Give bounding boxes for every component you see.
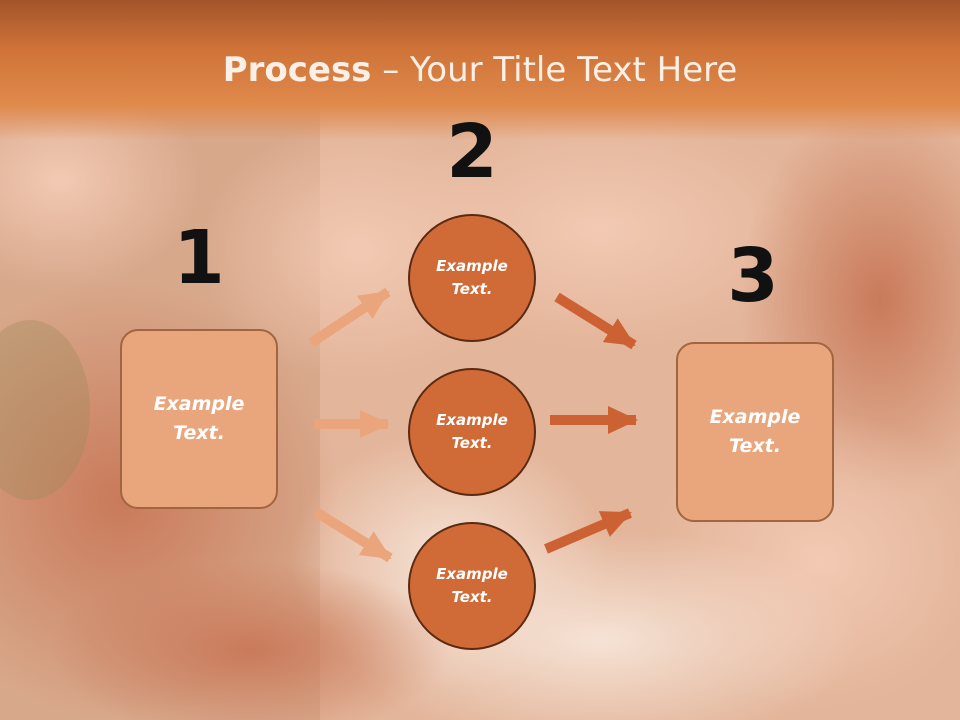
step-3-text: Example Text. — [709, 406, 801, 457]
arrow-2c-to-3 — [544, 508, 632, 554]
step-3-box: Example Text. — [676, 342, 834, 522]
slide-title: Process – Your Title Text Here — [0, 50, 960, 90]
step-1-box: Example Text. — [120, 329, 278, 509]
step-2-circle-b: Example Text. — [408, 368, 536, 496]
step-2-circle-a-text: Example Text. — [436, 257, 508, 298]
arrow-1-to-2c — [313, 507, 393, 563]
step-number-3: 3 — [727, 233, 779, 319]
title-bar — [0, 0, 960, 140]
step-2-circle-a: Example Text. — [408, 214, 536, 342]
step-2-circle-c: Example Text. — [408, 522, 536, 650]
title-bold-text: Process — [222, 50, 372, 90]
arrow-1-to-2a — [308, 287, 391, 348]
step-number-1: 1 — [173, 215, 225, 301]
title-rest-text: – Your Title Text Here — [371, 50, 738, 90]
arrow-2a-to-3 — [554, 292, 637, 350]
step-2-circle-b-text: Example Text. — [436, 411, 508, 452]
step-number-2: 2 — [446, 109, 498, 195]
step-1-text: Example Text. — [153, 393, 245, 444]
step-2-circle-c-text: Example Text. — [436, 565, 508, 606]
